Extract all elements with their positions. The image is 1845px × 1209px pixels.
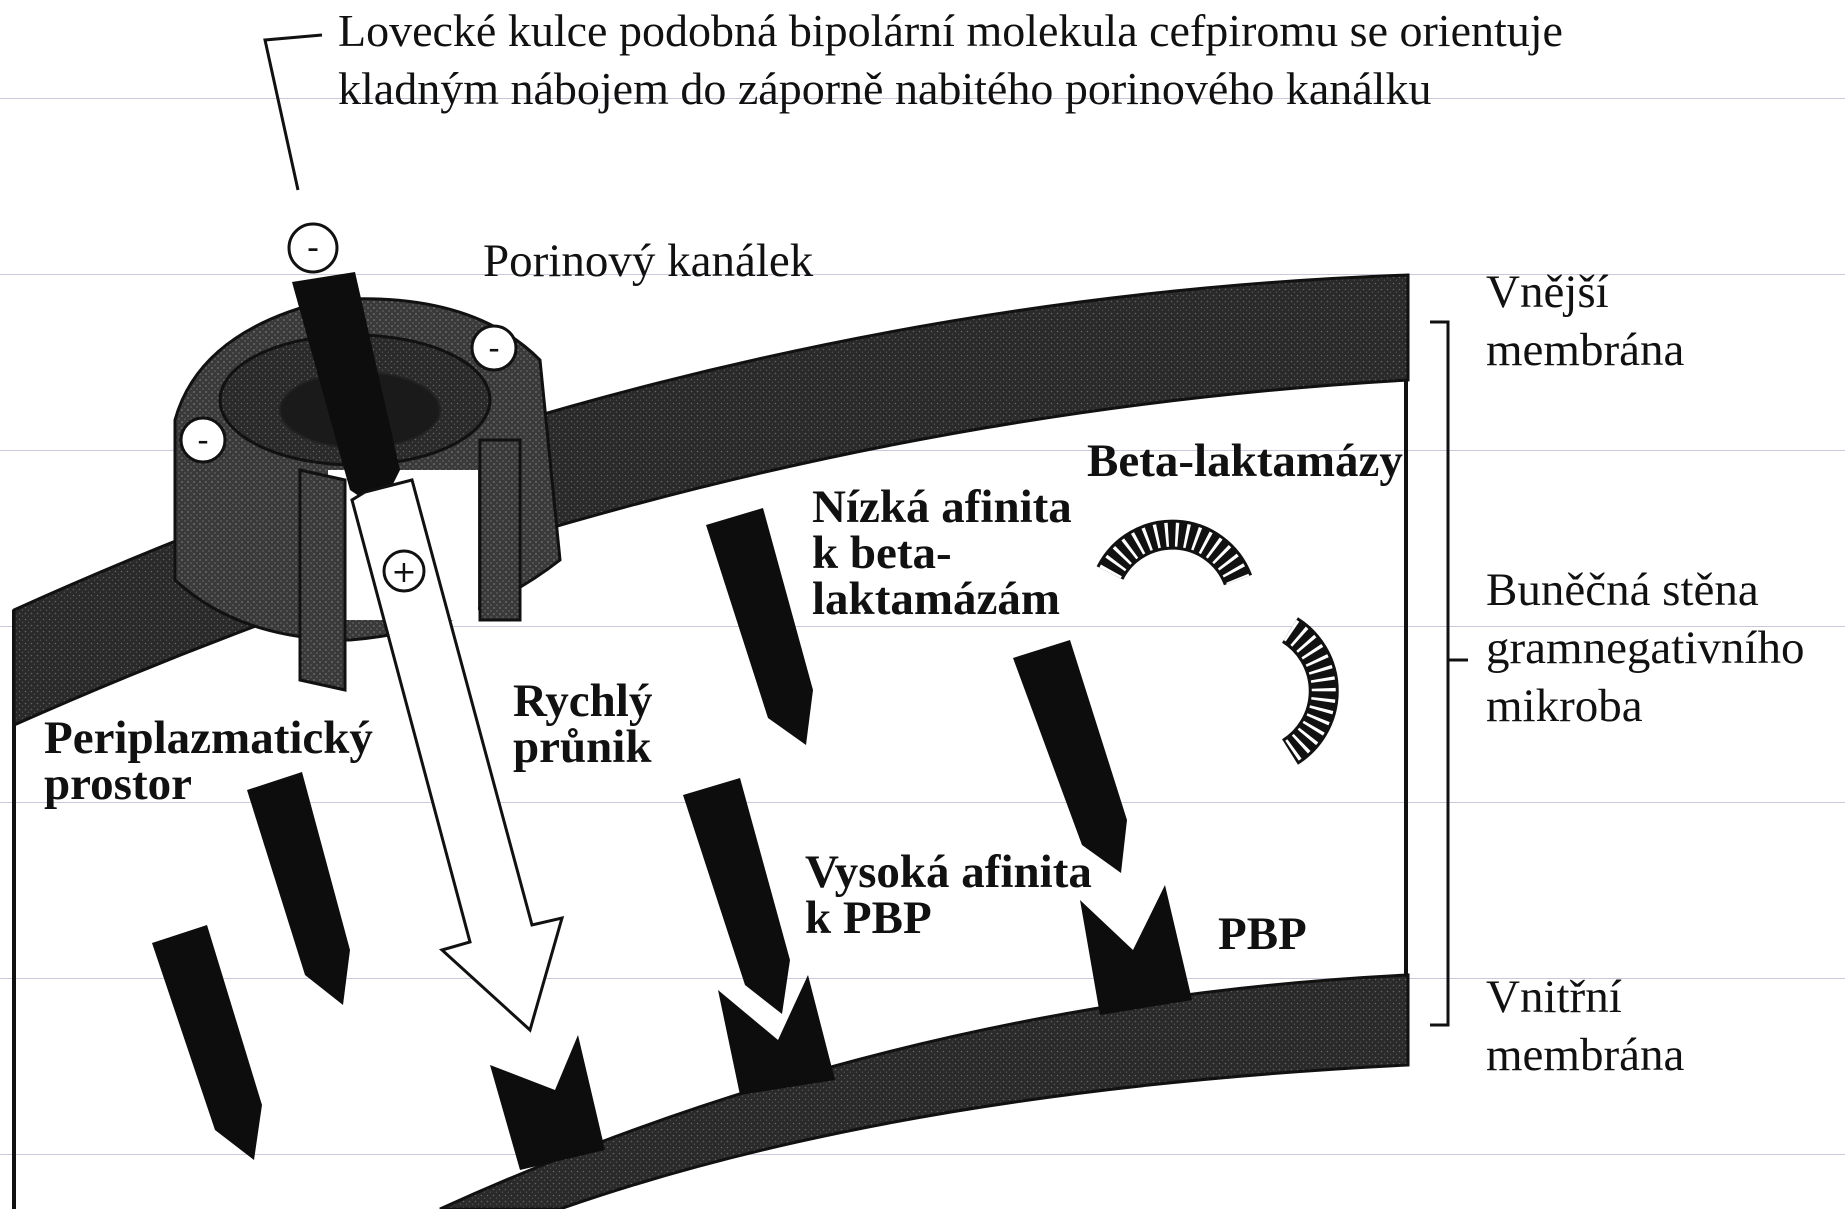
negative-charge-icon: - <box>181 418 225 462</box>
inner-membrane-label: Vnitřní membrána <box>1486 968 1684 1084</box>
negative-charge-icon: - <box>472 326 516 370</box>
molecule-shape <box>1013 640 1127 873</box>
svg-text:-: - <box>307 228 319 268</box>
periplasmic-space-label: Periplazmatický prostor <box>44 709 373 813</box>
svg-text:-: - <box>197 421 209 459</box>
caption-line: kladným nábojem do záporně nabitého pori… <box>338 60 1563 118</box>
beta-lactamases-label: Beta-laktamázy <box>1087 432 1403 490</box>
low-affinity-label: Nízká afinita k beta- laktamázám <box>812 478 1072 628</box>
outer-membrane-label: Vnější membrána <box>1486 263 1684 379</box>
caption-leader-line <box>265 35 322 190</box>
positive-charge-icon: + <box>384 551 424 591</box>
molecule-shape <box>683 778 790 1014</box>
pbp-label: PBP <box>1218 905 1307 963</box>
beta-lactamase-shape <box>1110 535 1238 580</box>
membrane-bracket <box>1430 322 1468 1025</box>
negative-charge-icon: - <box>289 224 337 272</box>
caption: Lovecké kulce podobná bipolární molekula… <box>338 2 1563 118</box>
pbp-shape <box>1080 885 1192 1015</box>
svg-text:+: + <box>391 555 416 590</box>
fast-penetration-label: Rychlý průnik <box>513 672 652 776</box>
molecule-shape <box>152 925 262 1160</box>
svg-text:-: - <box>488 329 500 367</box>
porin-channel-label: Porinový kanálek <box>483 232 813 290</box>
pbp-shape <box>490 1035 605 1170</box>
cell-wall-label: Buněčná stěna gramnegativního mikroba <box>1486 561 1804 735</box>
caption-line: Lovecké kulce podobná bipolární molekula… <box>338 2 1563 60</box>
molecule-shape <box>706 508 813 745</box>
beta-lactamase-shape <box>1290 630 1324 752</box>
high-affinity-label: Vysoká afinita k PBP <box>805 843 1092 947</box>
